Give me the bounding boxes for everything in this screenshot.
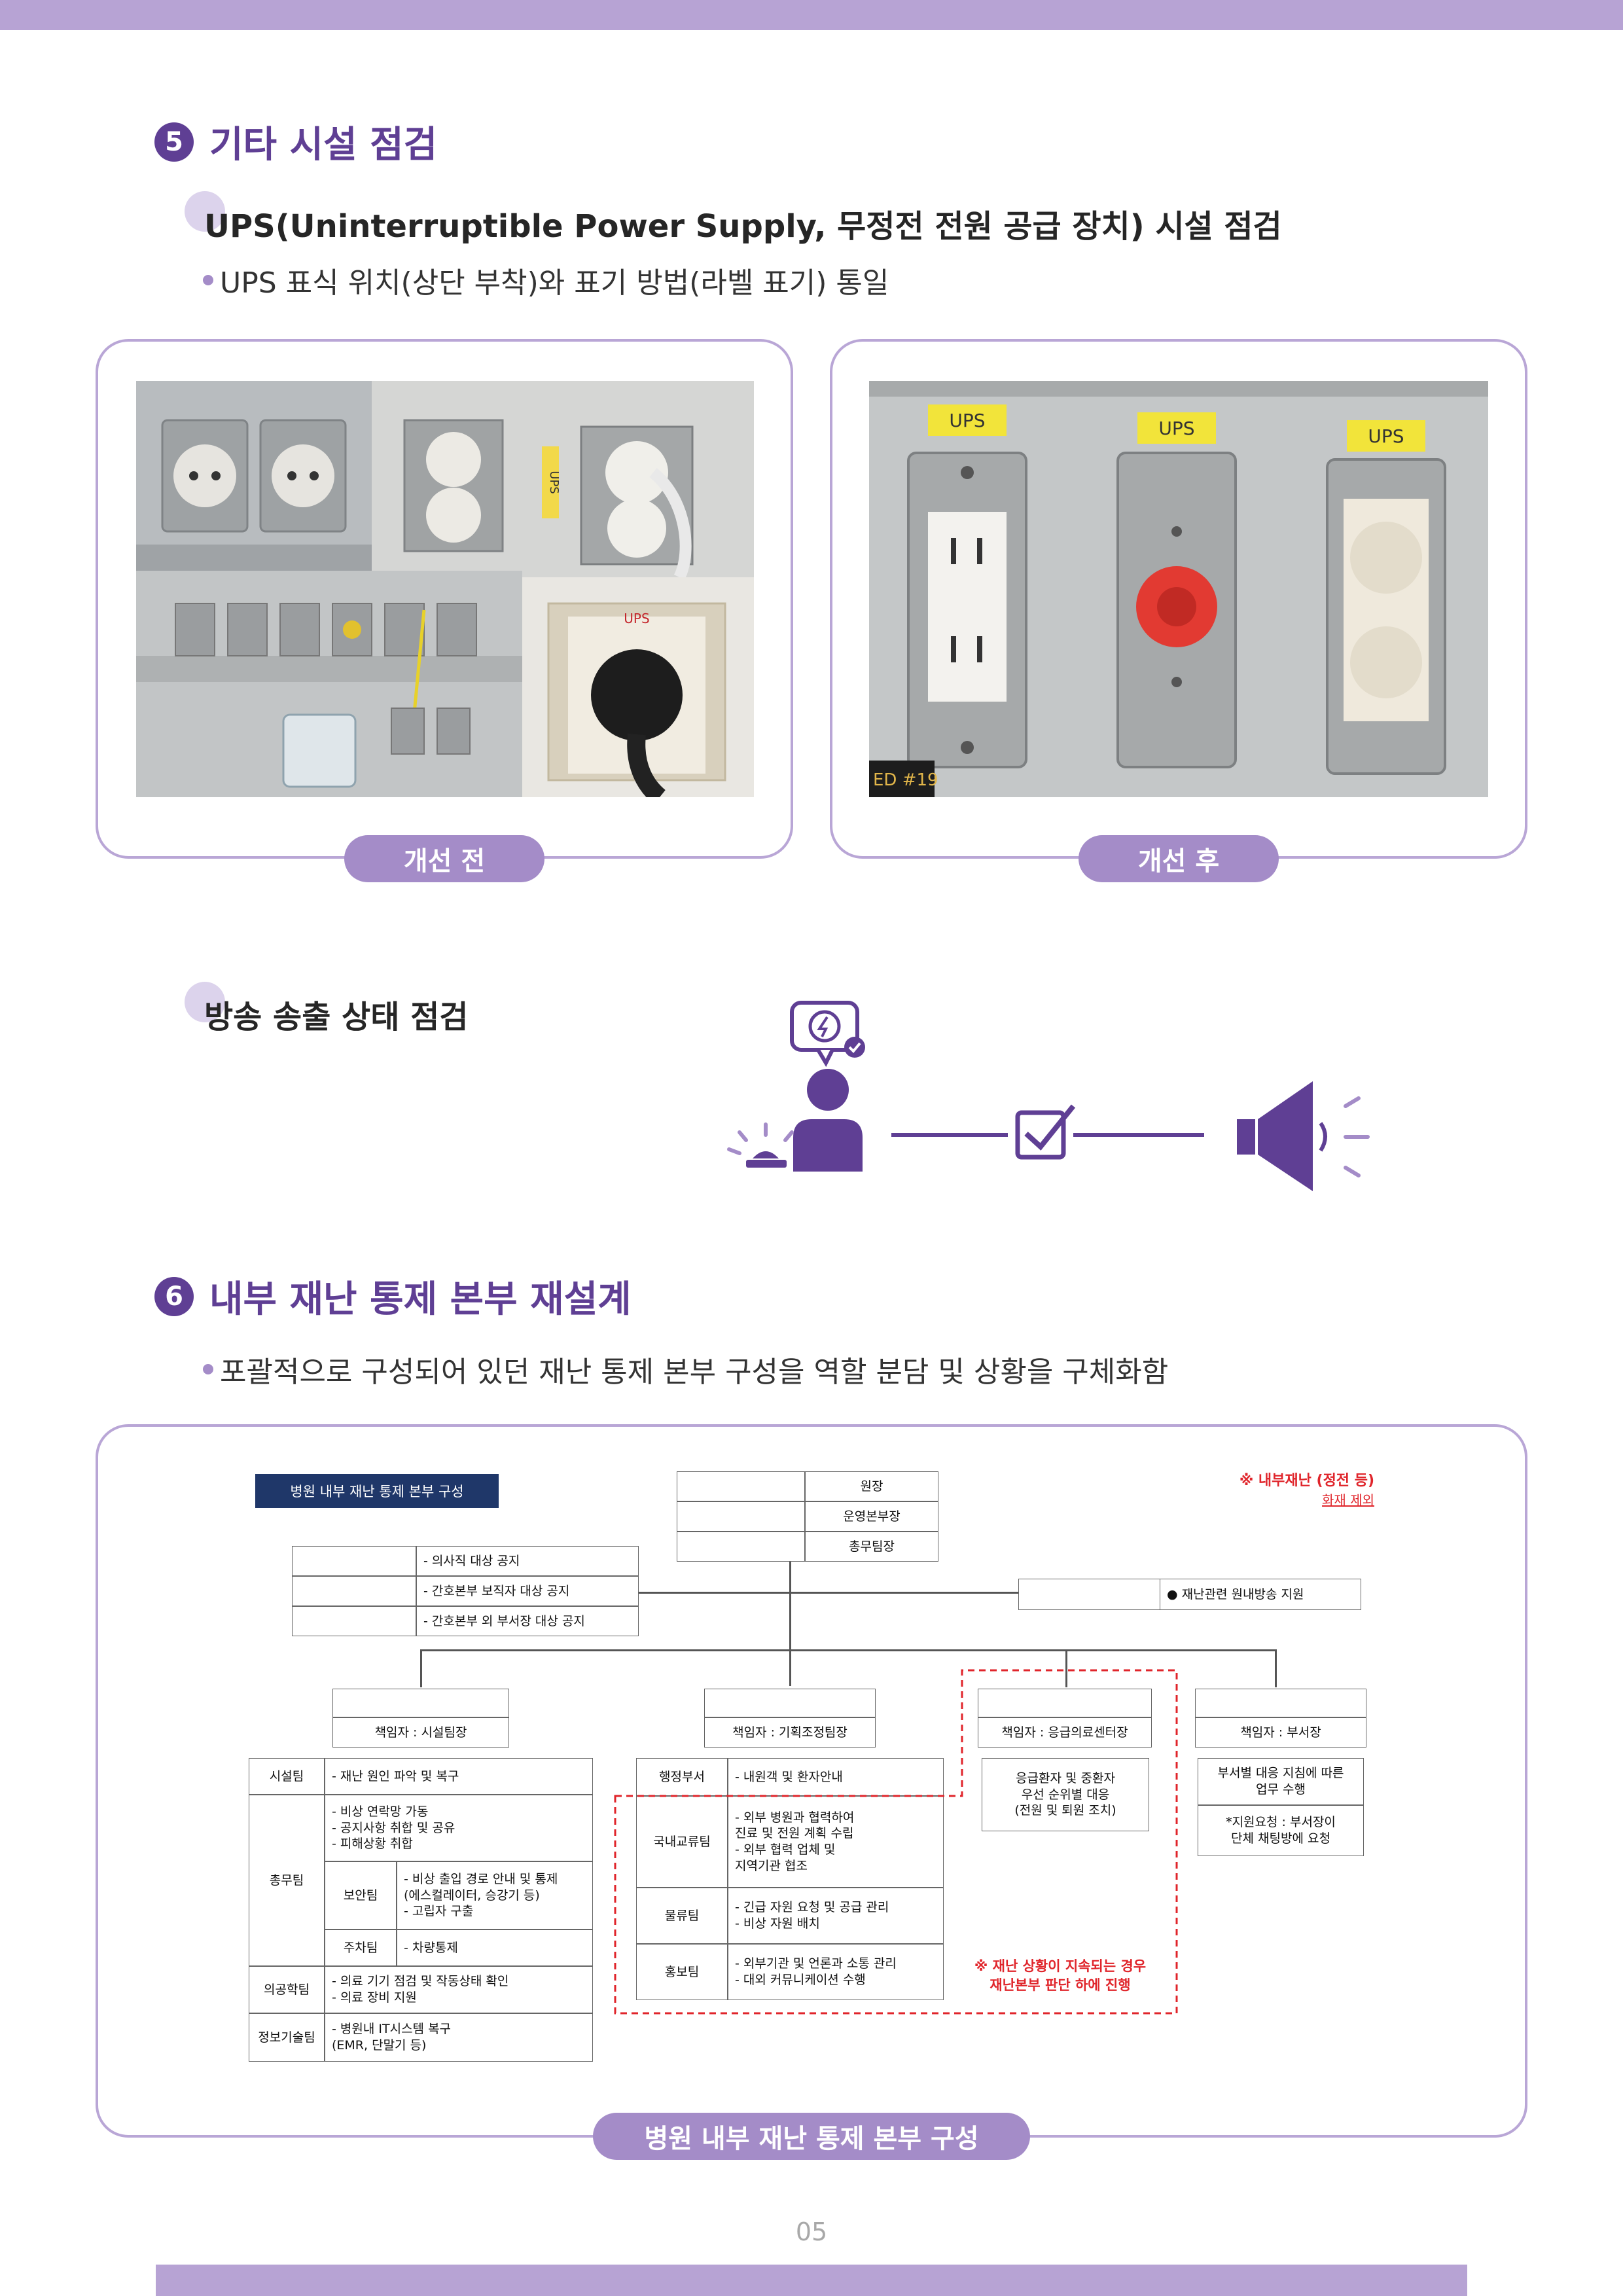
bottom-bar: [156, 2265, 1467, 2296]
d1-team: 의공학팀: [249, 1966, 325, 2013]
section-6-heading: 6 내부 재난 통제 본부 재설계: [154, 1270, 632, 1323]
d1-team: 시설팀: [249, 1758, 325, 1795]
photo-label-ups-2: UPS: [624, 611, 649, 626]
d1-task: - 비상 출입 경로 안내 및 통제 (에스컬레이터, 승강기 등) - 고립자…: [397, 1861, 593, 1929]
d2-task: - 외부기관 및 언론과 소통 관리 - 대외 커뮤니케이션 수행: [728, 1944, 944, 2000]
notify-task: - 간호본부 보직자 대상 공지: [416, 1576, 639, 1606]
d1-task: - 비상 연락망 가동 - 공지사항 취합 및 공유 - 피해상황 취합: [325, 1795, 593, 1861]
connector: [1275, 1649, 1277, 1687]
connector: [420, 1649, 422, 1687]
d2-team: 홍보팀: [636, 1944, 728, 2000]
after-plate-tag: ED #19: [873, 770, 938, 790]
section-title: 기타 시설 점검: [209, 124, 438, 166]
dept-name: 재난처리부: [332, 1689, 509, 1717]
section-title: 내부 재난 통제 본부 재설계: [209, 1278, 632, 1321]
checkbox-icon: [1015, 1104, 1076, 1160]
d2-team: 국내교류팀: [636, 1796, 728, 1888]
siren-icon: [727, 1122, 794, 1168]
section-number: 5: [154, 122, 194, 162]
top-bar: [0, 0, 1623, 30]
after-label-3: UPS: [1368, 425, 1404, 447]
dept-lead: 책임자 : 부서장: [1195, 1717, 1366, 1748]
disaster-bullet-text: 포괄적으로 구성되어 있던 재난 통제 본부 구성을 역할 분담 및 상황을 구…: [220, 1355, 1169, 1389]
dept-lead: 책임자 : 시설팀장: [332, 1717, 509, 1748]
dept-name: 부서별 대응: [1195, 1689, 1366, 1717]
d2-team: 물류팀: [636, 1888, 728, 1944]
notify-task: - 간호본부 외 부서장 대상 공지: [416, 1606, 639, 1636]
dept-name: 의료지휘부: [978, 1689, 1152, 1717]
subheading-dot: [185, 982, 225, 1022]
power-alert-icon: [790, 1001, 865, 1067]
bullet-dot: [203, 1364, 213, 1374]
broadcast-heading: 방송 송출 상태 점검: [204, 999, 469, 1035]
d1-team: 정보기술팀: [249, 2013, 325, 2062]
d1-subteam: 주차팀: [325, 1929, 397, 1966]
d1-task: - 재난 원인 파악 및 복구: [325, 1758, 593, 1795]
bullet-dot: [203, 275, 213, 285]
before-photo: UPS UPS: [136, 381, 754, 797]
section-number: 6: [154, 1276, 194, 1316]
d1-task: - 병원내 IT시스템 복구 (EMR, 단말기 등): [325, 2013, 593, 2062]
hq-role: 본부장: [677, 1471, 805, 1501]
connector: [789, 1562, 791, 1686]
d2-task: - 외부 병원과 협력하여 진료 및 전원 계획 수립 - 외부 협력 업체 및…: [728, 1796, 944, 1888]
photo-label-ups: UPS: [547, 471, 561, 493]
after-label-2: UPS: [1158, 418, 1194, 439]
d2-task: - 긴급 자원 요청 및 공급 관리 - 비상 자원 배치: [728, 1888, 944, 1944]
d1-team: 총무팀: [249, 1795, 325, 1966]
callcenter-task: ● 재난관련 원내방송 지원: [1160, 1579, 1361, 1610]
d4-request: *지원요청 : 부서장이 단체 채팅방에 요청: [1198, 1805, 1364, 1856]
notify-role: 총무팀장: [292, 1606, 416, 1636]
ups-bullet-text: UPS 표식 위치(상단 부착)와 표기 방법(라벨 표기) 통일: [220, 266, 889, 300]
d3-task: 응급환자 및 중환자 우선 순위별 대응 (전원 및 퇴원 조치): [982, 1758, 1149, 1831]
notify-role: 진료행정팀장: [292, 1546, 416, 1576]
dept-lead: 책임자 : 기획조정팀장: [704, 1717, 876, 1748]
org-note-1: ※ 내부재난 (정전 등): [1239, 1473, 1374, 1489]
dept-lead: 책임자 : 응급의료센터장: [978, 1717, 1152, 1748]
notify-task: - 의사직 대상 공지: [416, 1546, 639, 1576]
hq-person: 원장: [805, 1471, 938, 1501]
d2-task: - 내원객 및 환자안내: [728, 1758, 944, 1796]
org-title-box: 병원 내부 재난 통제 본부 구성: [255, 1474, 499, 1508]
connector: [639, 1592, 1018, 1594]
before-label: 개선 전: [344, 835, 544, 882]
after-photo: UPS UPS UPS ED #19: [869, 381, 1488, 797]
section-5-heading: 5 기타 시설 점검: [154, 115, 437, 168]
d2-note: ※ 재난 상황이 지속되는 경우 재난본부 판단 하에 진행: [974, 1958, 1147, 1994]
notify-role: 간호행정팀장: [292, 1576, 416, 1606]
connector: [1065, 1649, 1067, 1687]
connector: [420, 1649, 1276, 1651]
ups-heading: UPS(Uninterruptible Power Supply, 무정전 전원…: [204, 208, 1282, 245]
hq-role: 부본부장: [677, 1501, 805, 1532]
hq-role: 지휘총괄: [677, 1532, 805, 1562]
d4-task: 부서별 대응 지침에 따른 업무 수행: [1198, 1758, 1364, 1805]
d1-task: - 의료 기기 점검 및 작동상태 확인 - 의료 장비 지원: [325, 1966, 593, 2013]
d1-task: - 차량통제: [397, 1929, 593, 1966]
speaker-icon: [1237, 1081, 1370, 1191]
d1-subteam: 보안팀: [325, 1861, 397, 1929]
broadcast-illustration: [720, 995, 1381, 1198]
org-caption: 병원 내부 재난 통제 본부 구성: [593, 2113, 1030, 2160]
ups-bullet: UPS 표식 위치(상단 부착)와 표기 방법(라벨 표기) 통일: [203, 259, 889, 301]
hq-person: 총무팀장: [805, 1532, 938, 1562]
subheading-dot: [185, 191, 225, 232]
page-number: 05: [795, 2217, 828, 2246]
person-icon: [793, 1069, 863, 1172]
d2-team: 행정부서: [636, 1758, 728, 1796]
disaster-bullet: 포괄적으로 구성되어 있던 재난 통제 본부 구성을 역할 분담 및 상황을 구…: [203, 1348, 1168, 1390]
hq-person: 운영본부장: [805, 1501, 938, 1532]
dept-name: 재난처리지원부: [704, 1689, 876, 1717]
org-note-2: 화재 제외: [1322, 1492, 1374, 1508]
after-label: 개선 후: [1079, 835, 1279, 882]
after-label-1: UPS: [949, 410, 985, 431]
